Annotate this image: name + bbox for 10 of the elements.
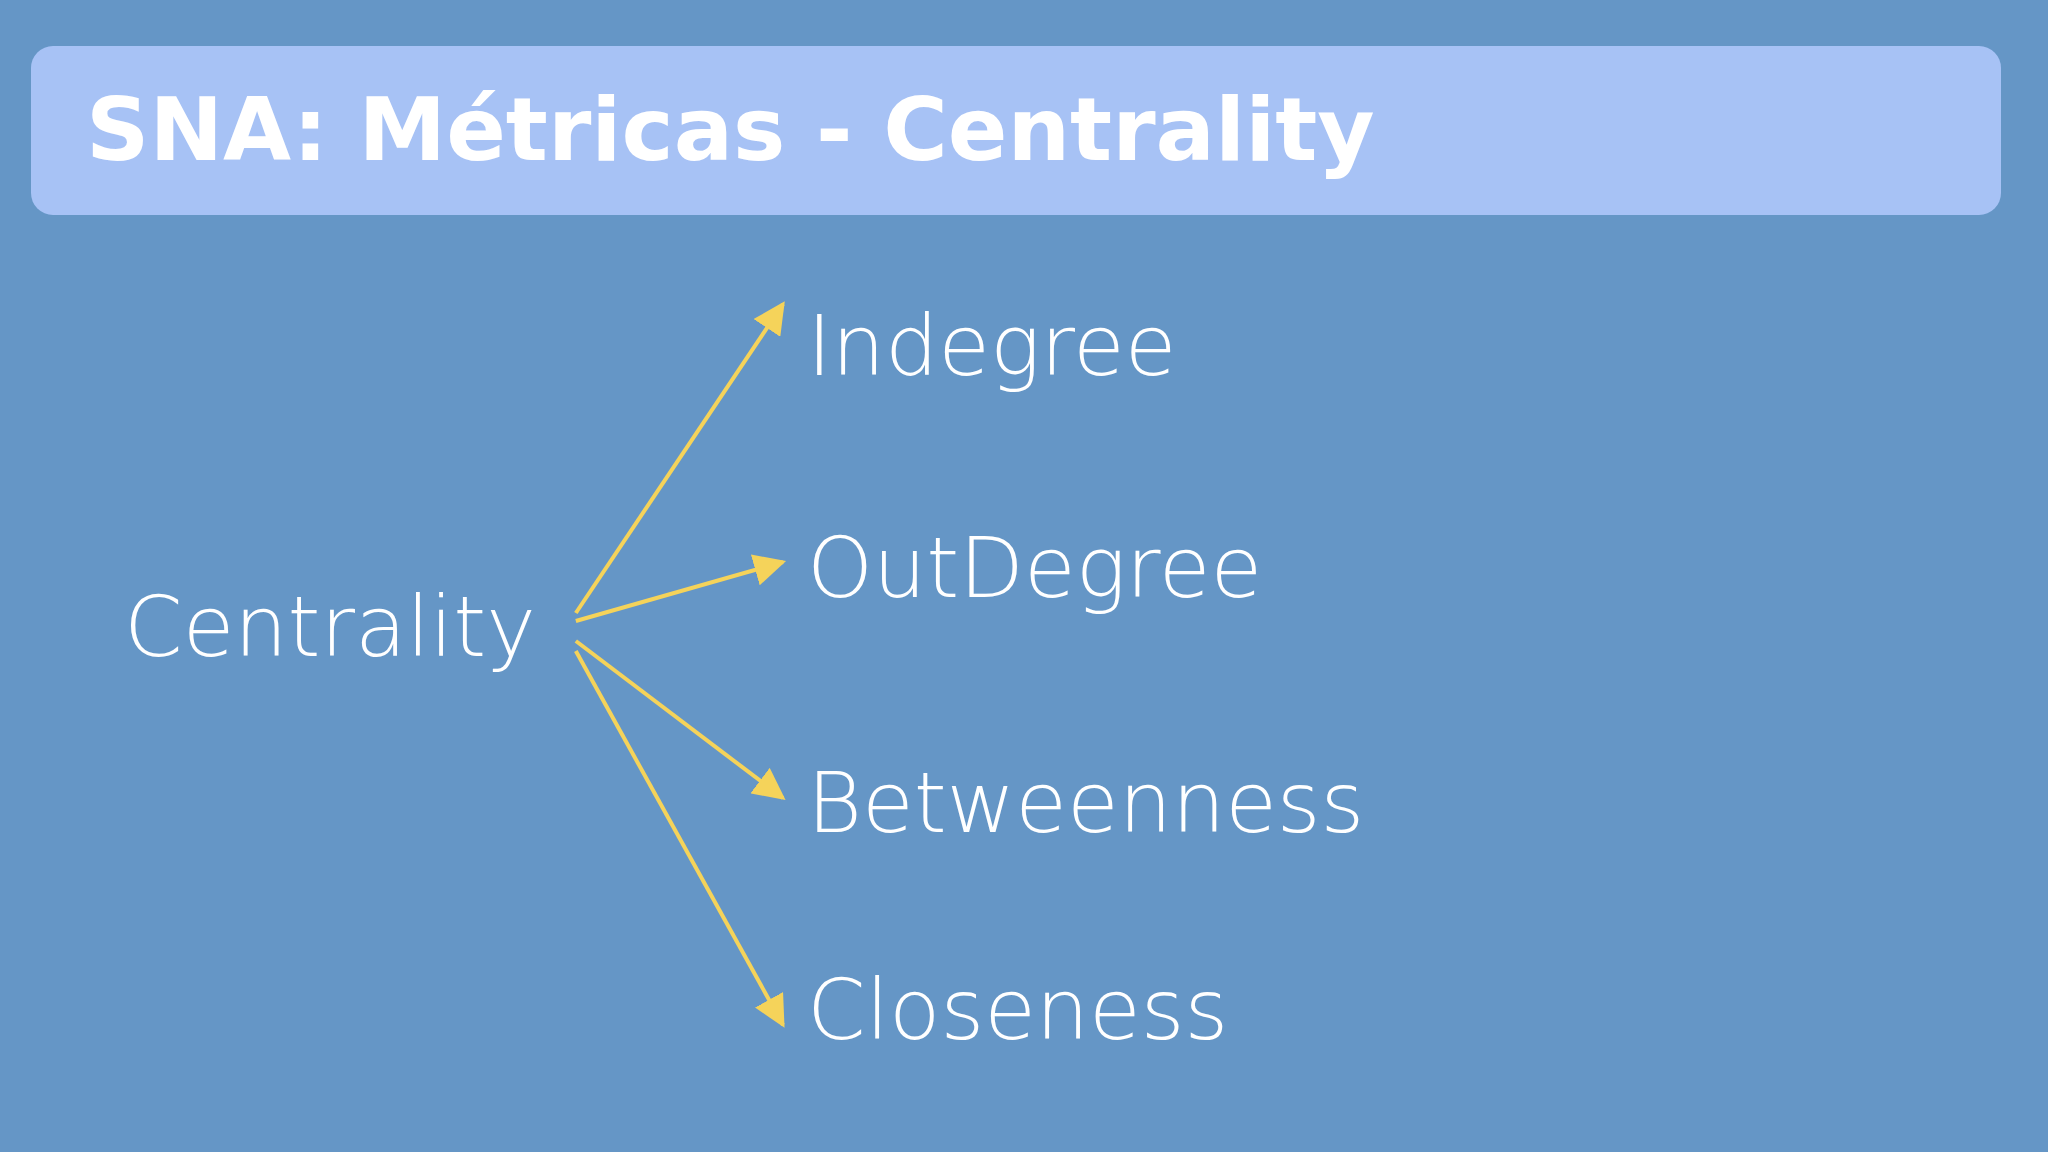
node-label: OutDegree bbox=[807, 518, 1263, 618]
node-label: Closeness bbox=[807, 960, 1229, 1060]
node-label: Centrality bbox=[124, 577, 536, 677]
slide-title: SNA: Métricas - Centrality bbox=[86, 80, 1375, 180]
arrow bbox=[575, 554, 787, 623]
node-label: Indegree bbox=[807, 296, 1177, 396]
arrow bbox=[574, 301, 785, 615]
arrow bbox=[574, 639, 786, 800]
node-label: Betweenness bbox=[807, 753, 1365, 853]
arrow bbox=[574, 650, 785, 1028]
